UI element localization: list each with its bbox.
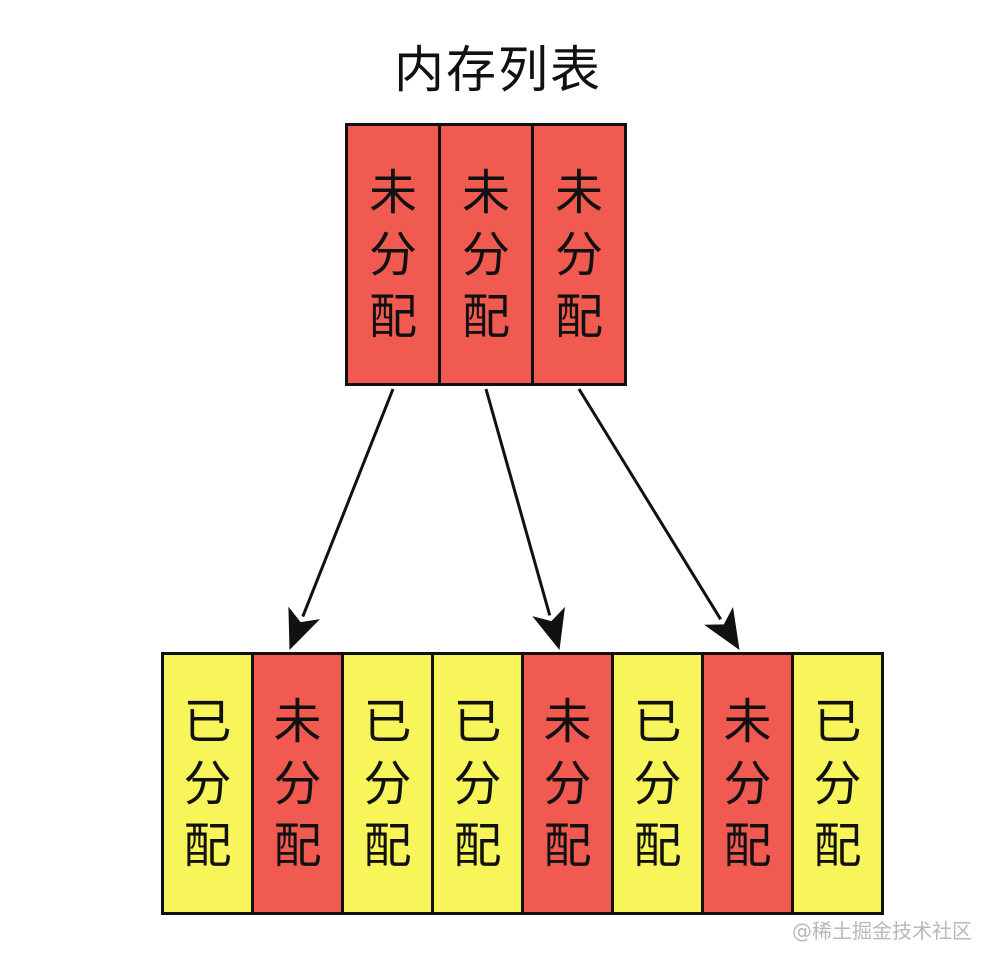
arrow-line [484,388,552,616]
memory-block-label: 已分配 [453,693,502,874]
free-list-block-unallocated: 未分配 [531,123,627,386]
free-list-block-unallocated: 未分配 [438,123,534,386]
memory-block-allocated: 已分配 [791,652,884,915]
memory-block-label: 已分配 [183,693,232,874]
arrow-line [577,388,722,621]
memory-block-allocated: 已分配 [431,652,524,915]
memory-block-unallocated: 未分配 [521,652,614,915]
arrow-head [288,606,320,650]
watermark: @稀土掘金技术社区 [792,919,972,943]
memory-block-label: 未分配 [723,693,772,874]
memory-block-allocated: 已分配 [161,652,254,915]
memory-block-label: 已分配 [813,693,862,874]
arrow-line [301,388,395,618]
memory-block-unallocated: 未分配 [701,652,794,915]
free-list-block-label: 未分配 [368,164,417,345]
free-list-block-label: 未分配 [461,164,510,345]
free-list-block-unallocated: 未分配 [345,123,441,386]
memory-block-label: 未分配 [543,693,592,874]
memory-block-allocated: 已分配 [611,652,704,915]
free-list-block-label: 未分配 [554,164,603,345]
memory-block-label: 已分配 [633,693,682,874]
memory-block-unallocated: 未分配 [251,652,344,915]
diagram-title: 内存列表 [394,41,602,99]
arrow-head [704,607,740,650]
memory-block-allocated: 已分配 [341,652,434,915]
arrow-head [532,606,565,650]
memory-block-label: 未分配 [273,693,322,874]
memory-block-label: 已分配 [363,693,412,874]
